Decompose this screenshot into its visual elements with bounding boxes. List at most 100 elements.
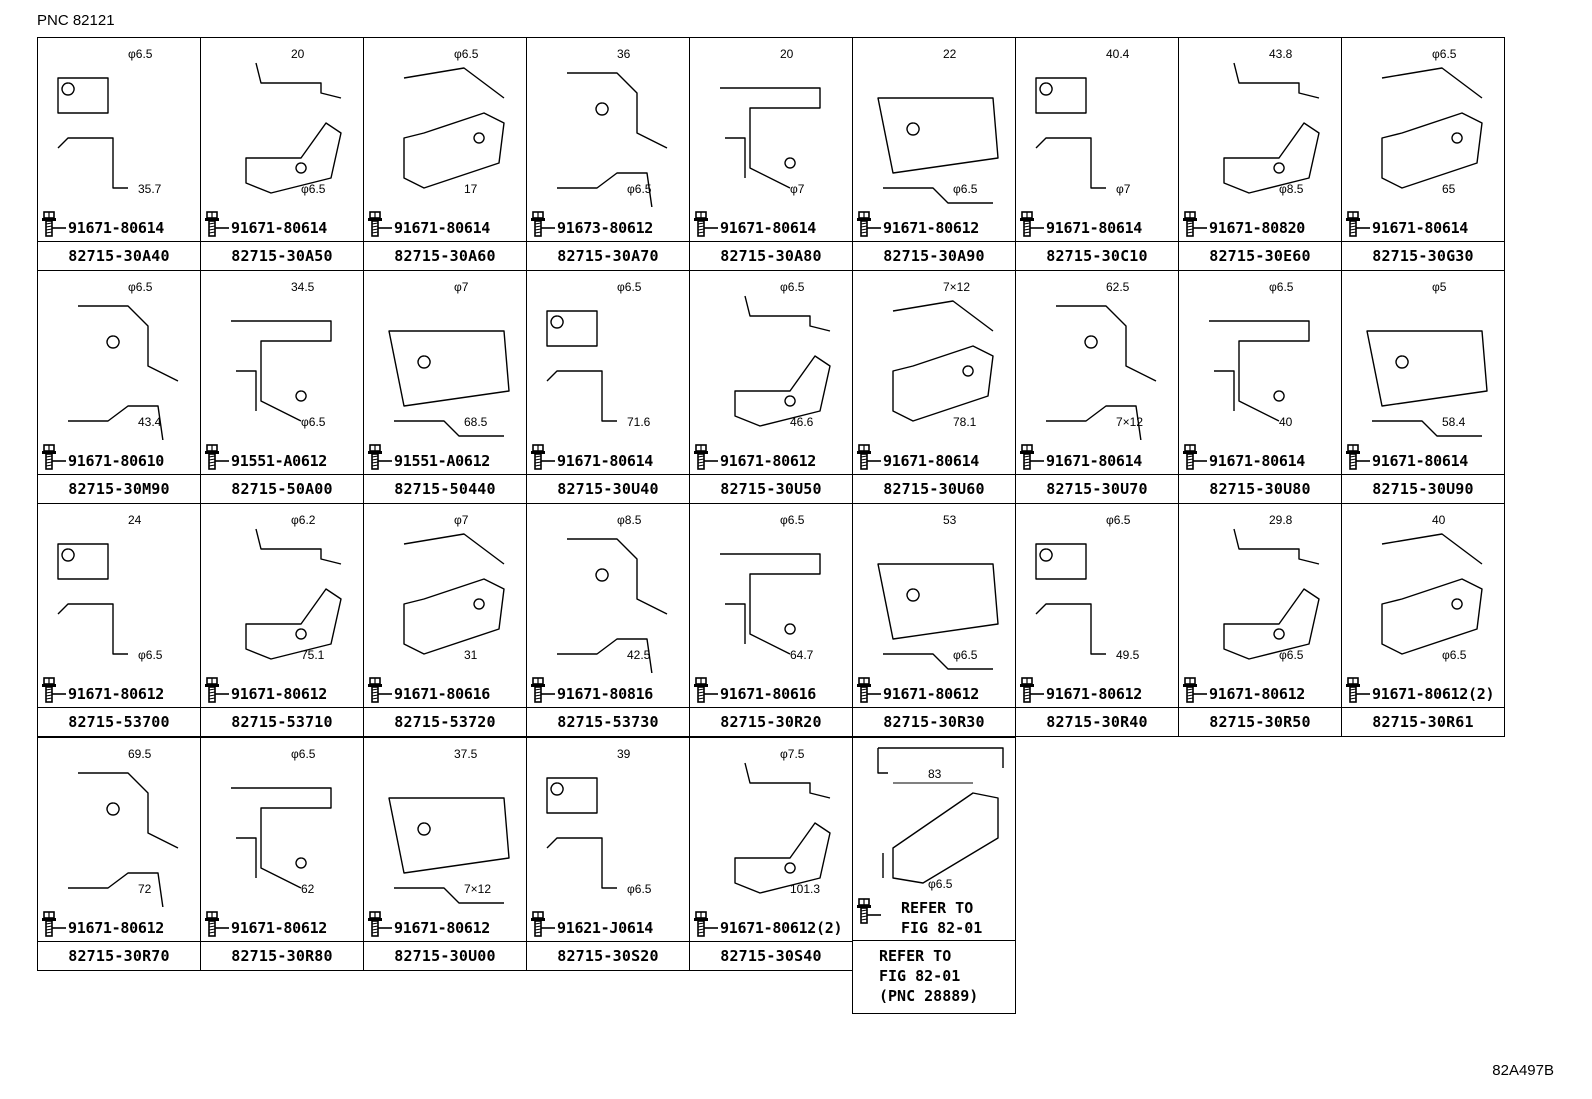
- bolt-icon: [857, 211, 881, 237]
- bolt-icon: [1020, 444, 1044, 470]
- bolt-part-number: 91671-80612: [231, 685, 328, 703]
- part-number-label[interactable]: 82715-53720: [364, 707, 526, 738]
- bracket-drawing: φ6.275.1: [245, 513, 342, 662]
- dimension-label: 43.4: [138, 415, 162, 429]
- bolt-part-number: 91671-80614: [720, 219, 817, 237]
- part-number-label[interactable]: 82715-50440: [364, 474, 526, 505]
- part-number-label[interactable]: 82715-30R30: [853, 707, 1015, 738]
- part-number-label[interactable]: 82715-30R50: [1179, 707, 1341, 738]
- part-number-label[interactable]: 82715-30E60: [1179, 241, 1341, 272]
- part-number-label[interactable]: 82715-30U40: [527, 474, 689, 505]
- bolt-part-number: 91671-80820: [1209, 219, 1306, 237]
- bolt-icon: [205, 444, 229, 470]
- bracket-drawing: φ6.546.6: [734, 280, 831, 429]
- dimension-label: φ6.5: [1432, 47, 1457, 61]
- dimension-label: 62.5: [1106, 280, 1130, 294]
- bolt-icon: [857, 898, 881, 924]
- bolt-part-number: 91671-80612: [883, 685, 980, 703]
- part-number-label[interactable]: 82715-30A40: [38, 241, 200, 272]
- part-number-label[interactable]: 82715-53710: [201, 707, 363, 738]
- bracket-drawing: φ6.549.5: [1035, 513, 1140, 662]
- part-number-label[interactable]: 82715-53700: [38, 707, 200, 738]
- bolt-part-number: 91621-J0614: [557, 919, 654, 937]
- dimension-label: 46.6: [790, 415, 814, 429]
- bolt-icon: [205, 211, 229, 237]
- part-number-label[interactable]: 82715-50A00: [201, 474, 363, 505]
- dimension-label: 49.5: [1116, 648, 1140, 662]
- dimension-label: φ8.5: [1279, 182, 1304, 196]
- dimension-label: 72: [138, 882, 152, 896]
- part-number-label[interactable]: 82715-30S20: [527, 941, 689, 972]
- part-number-label[interactable]: 82715-30A70: [527, 241, 689, 272]
- bolt-icon: [205, 677, 229, 703]
- bracket-drawing: 69.572: [68, 747, 179, 907]
- part-number-label[interactable]: 82715-30U50: [690, 474, 852, 505]
- refer-label[interactable]: REFER TO FIG 82-01 (PNC 28889): [853, 940, 1015, 1015]
- bolt-part-number: 91671-80614: [557, 452, 654, 470]
- dimension-label: 62: [301, 882, 315, 896]
- part-number-label[interactable]: 82715-30R70: [38, 941, 200, 972]
- bolt-part-number: 91671-80816: [557, 685, 654, 703]
- dimension-label: 64.7: [790, 648, 814, 662]
- bolt-icon: [694, 677, 718, 703]
- bracket-drawing: φ6.564.7: [720, 513, 821, 662]
- part-number-label[interactable]: 82715-30G30: [1342, 241, 1504, 272]
- part-number-label[interactable]: 82715-30S40: [690, 941, 852, 972]
- dimension-label: 7×12: [464, 882, 491, 896]
- bracket-drawing: φ8.542.5: [557, 513, 668, 673]
- bolt-icon: [42, 911, 66, 937]
- part-number-label[interactable]: 82715-30A80: [690, 241, 852, 272]
- part-number-label[interactable]: 82715-30U70: [1016, 474, 1178, 505]
- bolt-part-number: 91671-80612: [1209, 685, 1306, 703]
- part-number-label[interactable]: 82715-30R61: [1342, 707, 1504, 738]
- part-number-label[interactable]: 82715-30C10: [1016, 241, 1178, 272]
- part-number-label[interactable]: 82715-30A50: [201, 241, 363, 272]
- part-number-label[interactable]: 82715-30A60: [364, 241, 526, 272]
- part-number-label[interactable]: 82715-30U80: [1179, 474, 1341, 505]
- bracket-drawing: φ6.517: [403, 47, 505, 196]
- bolt-icon: [1020, 211, 1044, 237]
- part-number-label[interactable]: 82715-30R20: [690, 707, 852, 738]
- part-number-label[interactable]: 82715-30R40: [1016, 707, 1178, 738]
- part-number-label[interactable]: 82715-30U60: [853, 474, 1015, 505]
- dimension-label: φ6.5: [301, 415, 326, 429]
- part-number-label[interactable]: 82715-30A90: [853, 241, 1015, 272]
- dimension-label: φ6.5: [291, 747, 316, 761]
- part-number-label[interactable]: 82715-30R80: [201, 941, 363, 972]
- dimension-label: 7×12: [943, 280, 970, 294]
- bolt-icon: [531, 211, 555, 237]
- bolt-icon: [368, 211, 392, 237]
- part-number-label[interactable]: 82715-30U90: [1342, 474, 1504, 505]
- part-number-label[interactable]: 82715-30U00: [364, 941, 526, 972]
- bracket-drawing: φ6.5 62: [231, 747, 332, 896]
- bracket-drawing: φ6.565: [1381, 47, 1483, 196]
- dimension-label: 42.5: [627, 648, 651, 662]
- dimension-label: φ6.5: [953, 182, 978, 196]
- bracket-drawing: 29.8φ6.5: [1223, 513, 1320, 662]
- dimension-label: φ6.5: [1269, 280, 1294, 294]
- part-number-label[interactable]: 82715-53730: [527, 707, 689, 738]
- pnc-label: PNC 82121: [37, 12, 115, 29]
- dimension-label: φ6.5: [138, 648, 163, 662]
- illustration-code: 82A497B: [1492, 1062, 1554, 1079]
- bolt-icon: [1020, 677, 1044, 703]
- part-number-label[interactable]: 82715-30M90: [38, 474, 200, 505]
